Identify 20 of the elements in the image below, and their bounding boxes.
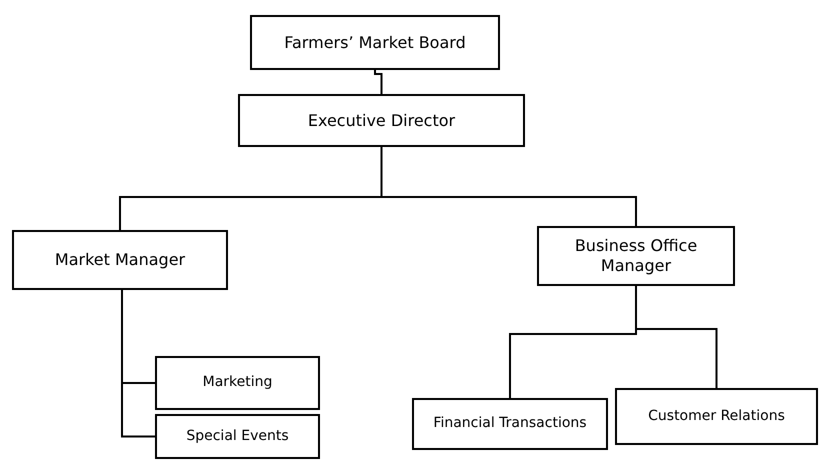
connector-line [121,290,155,438]
org-box [12,230,228,290]
connector-line [635,286,718,388]
org-box [155,414,320,459]
org-box [615,388,818,445]
box-label: Market Manager [54,250,186,270]
box-label: Marketing [202,374,272,392]
box-label: Customer Relations [648,408,785,426]
box-label: Executive Director [308,110,456,130]
connector-line [374,70,382,94]
org-box [537,226,735,286]
box-label: Farmers’ Market Board [284,32,466,52]
box-label: Special Events [186,428,289,446]
box-label: Financial Transactions [433,415,587,433]
org-box [238,94,525,147]
org-box [412,398,608,450]
org-box [250,15,500,70]
org-box [155,356,320,410]
box-label: Business Office Manager [574,236,698,276]
connector-line [380,147,637,226]
